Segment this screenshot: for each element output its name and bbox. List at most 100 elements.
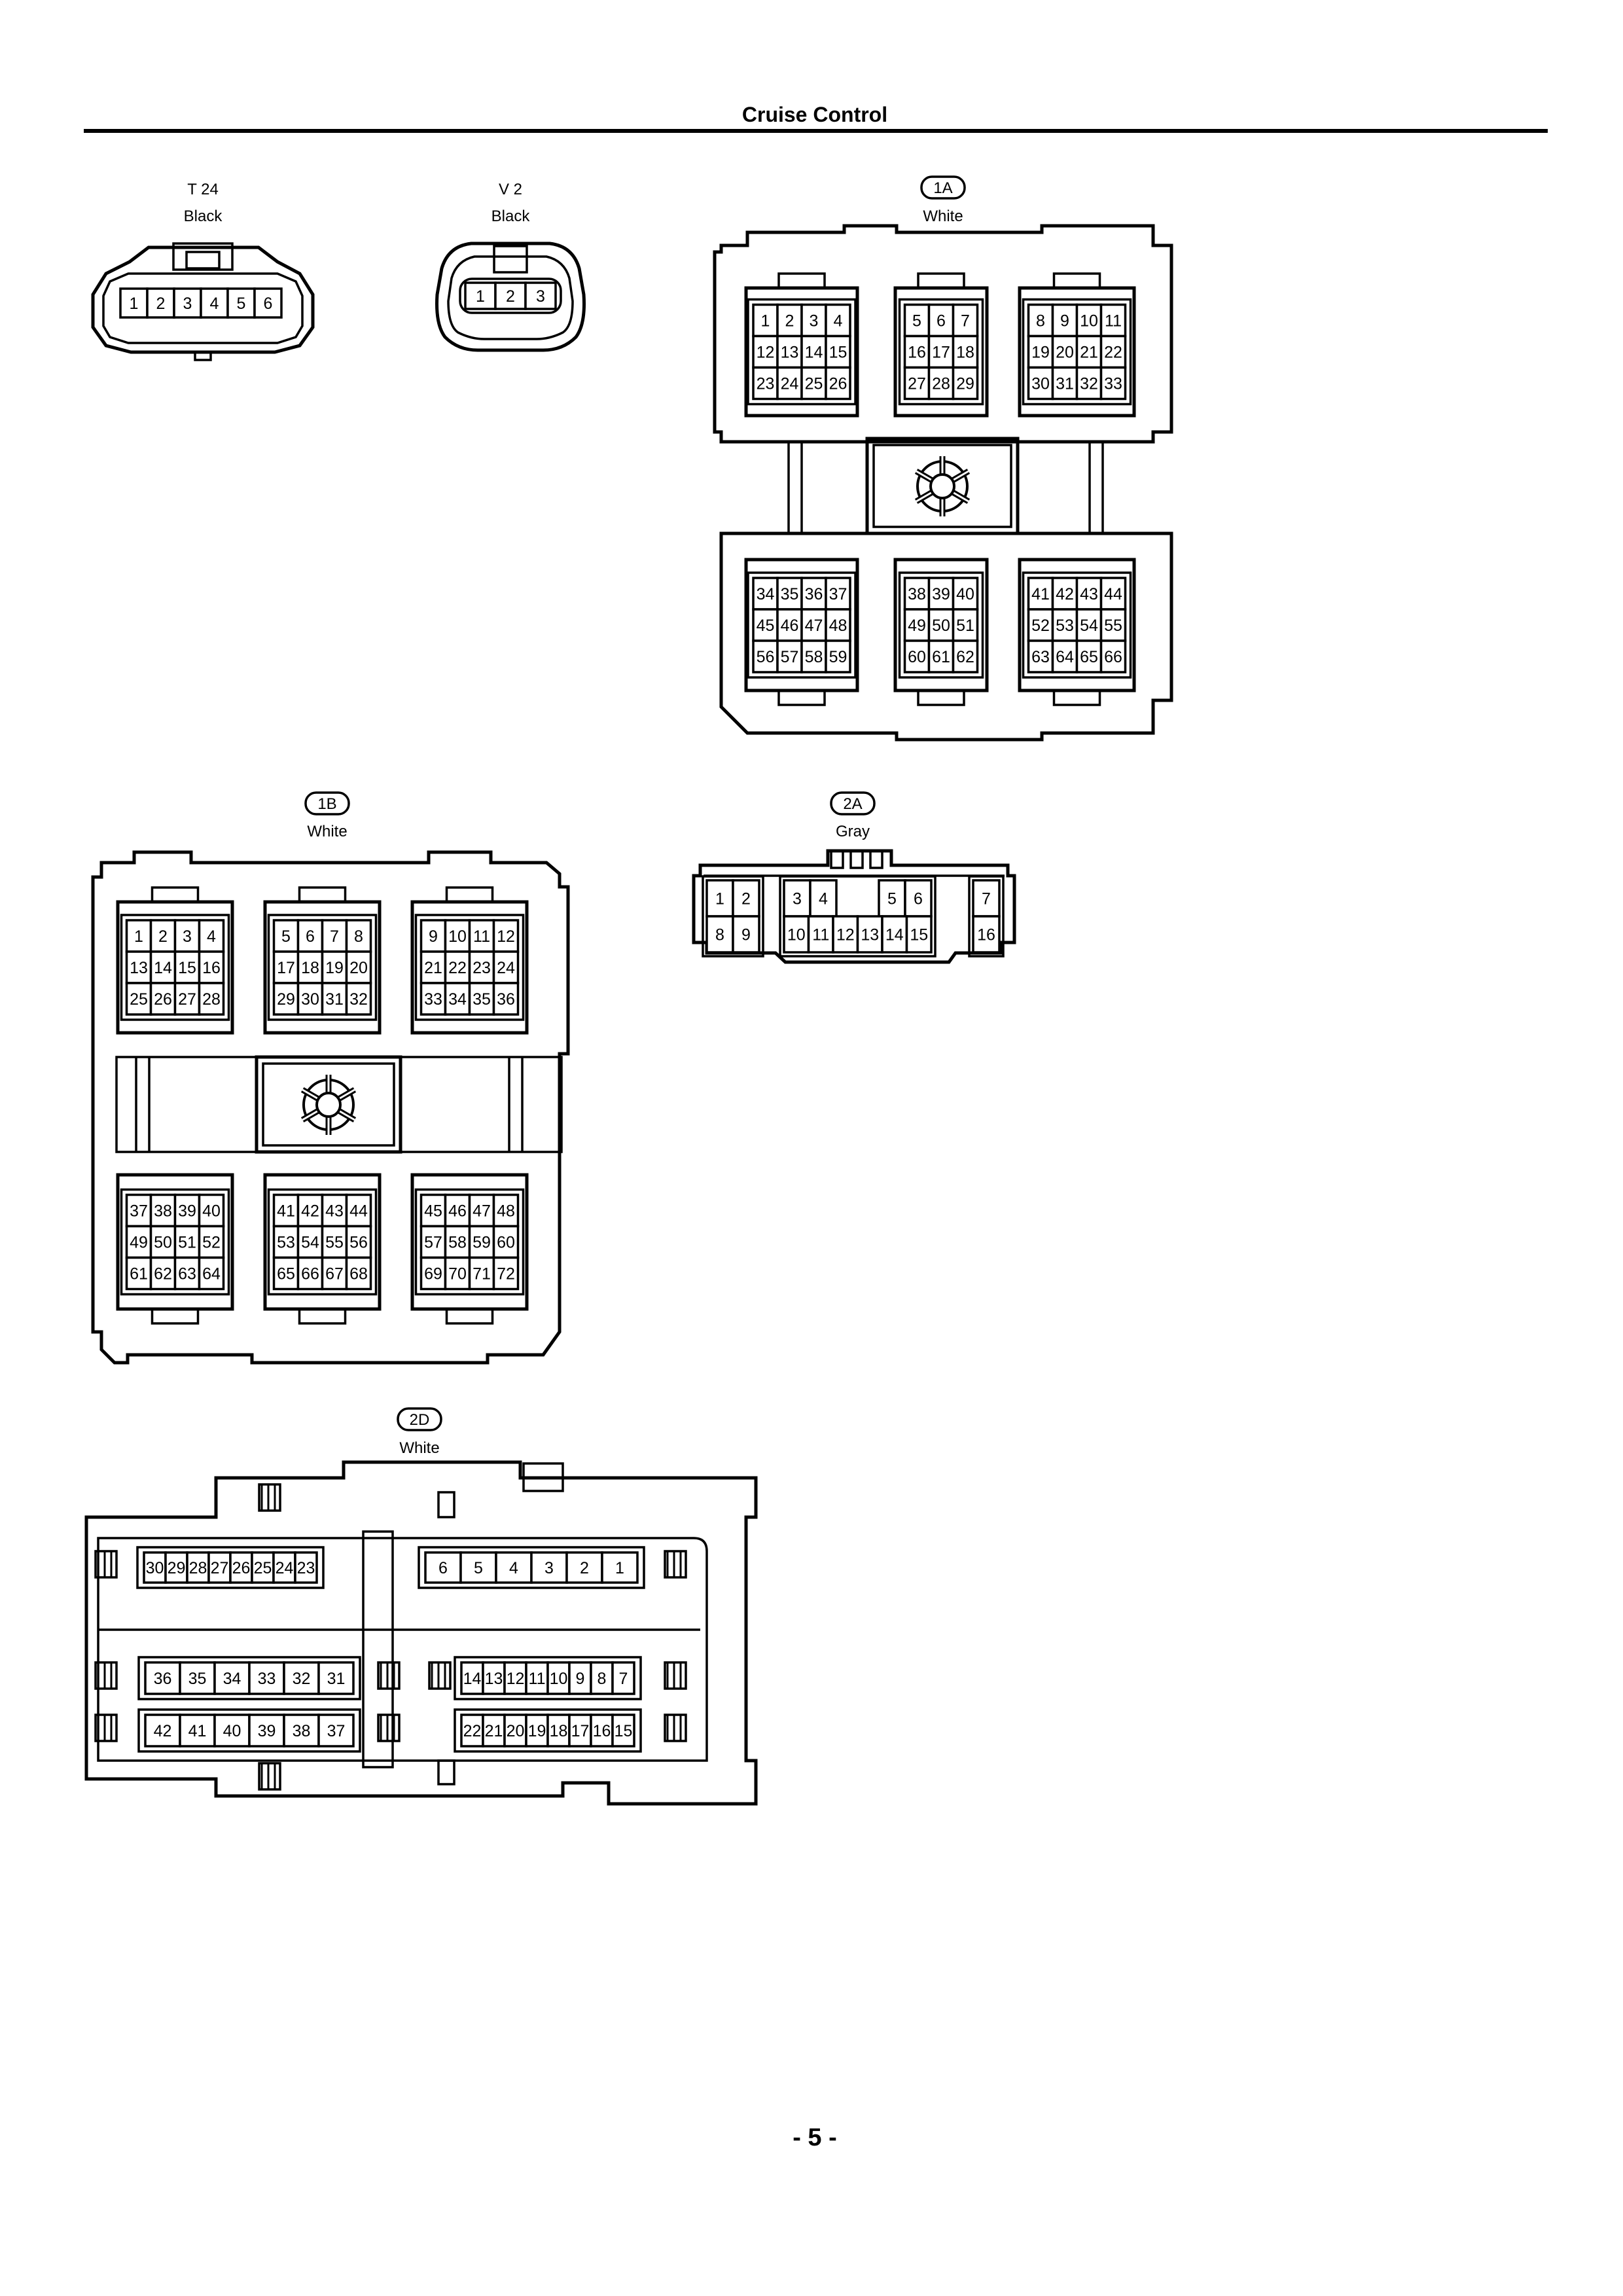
2a-pin-cell xyxy=(905,915,933,954)
1a-housing-bottom xyxy=(719,531,1173,742)
2d-pin: 25 xyxy=(254,1559,272,1577)
2d-top-notch xyxy=(437,1491,455,1518)
2a-group-frame xyxy=(968,875,1005,958)
c1b-pin: 58 xyxy=(448,1234,467,1252)
c1b-pin-cell xyxy=(149,1256,177,1291)
c1b-pin: 50 xyxy=(154,1234,172,1252)
c1a-pin: 39 xyxy=(932,585,950,603)
c1a-block-tab xyxy=(1052,272,1101,289)
2a-group-frame xyxy=(779,875,936,958)
2d-pin: 38 xyxy=(293,1722,311,1740)
t24-code: T 24 xyxy=(187,181,219,198)
2d-row-frame xyxy=(454,1656,642,1700)
c1a-pin: 62 xyxy=(956,648,974,666)
c1a-pin: 16 xyxy=(908,344,926,362)
2d-rib-frame xyxy=(258,1762,281,1791)
c1b-block-inner xyxy=(267,1188,378,1296)
1b-code: 1B xyxy=(317,795,336,813)
2d-pin: 40 xyxy=(223,1722,241,1740)
2d-row-frame xyxy=(454,1708,642,1753)
2a-group-frame xyxy=(702,875,764,958)
c1a-pin: 2 xyxy=(785,312,794,331)
2d-rib-frame xyxy=(664,1550,687,1579)
t24-pin-cell xyxy=(253,287,283,319)
2d-pin-cell xyxy=(546,1661,571,1695)
t24-pin: 1 xyxy=(130,295,139,313)
c1b-pin: 41 xyxy=(277,1202,295,1221)
2d-pin: 18 xyxy=(550,1722,568,1740)
c1b-pin: 19 xyxy=(325,959,344,977)
page-number: - 5 - xyxy=(793,2124,837,2151)
c1b-pin: 65 xyxy=(277,1265,295,1283)
c1b-pin-cell xyxy=(296,982,324,1016)
c1a-pin: 5 xyxy=(912,312,921,331)
2a-color: Gray xyxy=(836,823,870,840)
c1b-pin-cell xyxy=(296,1256,324,1291)
c1a-pin-cell xyxy=(952,334,979,369)
c1a-pin-cell xyxy=(1099,608,1127,642)
c1b-pin: 17 xyxy=(277,959,295,977)
v2-code: V 2 xyxy=(499,181,522,198)
2a-pin-cell xyxy=(856,915,883,954)
c1a-pin: 48 xyxy=(829,617,847,635)
c1b-pin-cell xyxy=(492,982,520,1016)
c1a-pin-cell xyxy=(1051,639,1079,673)
c1b-pin: 11 xyxy=(473,927,490,946)
2d-pin: 13 xyxy=(485,1670,503,1688)
c1b-pin-cell xyxy=(198,1193,225,1228)
2d-pin: 36 xyxy=(154,1670,172,1688)
c1b-pin: 63 xyxy=(178,1265,196,1283)
2a-pin: 5 xyxy=(887,890,897,908)
2d-rib-frame xyxy=(377,1661,401,1690)
2d-rib-frame xyxy=(664,1713,687,1742)
2a-pin-cell xyxy=(904,879,933,918)
gear-spoke-inner xyxy=(338,1088,355,1100)
c1b-pin: 10 xyxy=(448,927,467,946)
c1b-block-inner xyxy=(414,1188,525,1296)
c1a-block-inner xyxy=(898,298,984,406)
c1b-pin: 59 xyxy=(473,1234,491,1252)
gear-hub xyxy=(315,1092,342,1118)
c1a-pin: 9 xyxy=(1060,312,1069,331)
c1b-pin: 60 xyxy=(497,1234,515,1252)
2d-pin-cell xyxy=(482,1713,506,1748)
2d-pin: 41 xyxy=(188,1722,207,1740)
c1a-block-tab xyxy=(777,272,826,289)
c1a-pin-cell xyxy=(952,303,979,338)
2a-code: 2A xyxy=(843,795,862,813)
c1a-pin-cell xyxy=(927,639,955,673)
c1a-pin: 54 xyxy=(1080,617,1098,635)
c1a-pin: 18 xyxy=(956,344,974,362)
c1b-block-tab xyxy=(151,1308,200,1325)
2d-top-tab xyxy=(522,1462,564,1492)
gear-spoke-inner xyxy=(302,1088,319,1100)
c1b-pin: 64 xyxy=(202,1265,221,1283)
c1a-pin: 58 xyxy=(805,648,823,666)
c1b-pin: 37 xyxy=(130,1202,148,1221)
c1b-pin: 71 xyxy=(473,1265,491,1283)
2d-pin-cell xyxy=(568,1661,592,1695)
c1b-pin-cell xyxy=(173,1193,201,1228)
c1a-block-inner xyxy=(1022,298,1132,406)
c1a-pin: 66 xyxy=(1104,648,1122,666)
c1b-pin: 23 xyxy=(473,959,491,977)
2d-pin-cell xyxy=(565,1551,603,1584)
c1a-pin: 43 xyxy=(1080,585,1098,603)
2d-pin: 4 xyxy=(509,1559,518,1577)
c1b-pin-cell xyxy=(198,982,225,1016)
c1b-pin-cell xyxy=(492,1256,520,1291)
t24-color: Black xyxy=(184,207,223,225)
c1a-pin-cell xyxy=(1027,577,1054,611)
c1b-pin-cell xyxy=(345,1193,372,1228)
c1b-pin: 56 xyxy=(349,1234,368,1252)
c1b-pin: 33 xyxy=(424,990,442,1009)
c1a-pin: 36 xyxy=(805,585,823,603)
2d-rib-frame xyxy=(258,1483,281,1512)
2d-pin-cell xyxy=(317,1661,355,1695)
t24-pin: 6 xyxy=(264,295,273,313)
2d-pin: 16 xyxy=(593,1722,611,1740)
c1a-pin: 7 xyxy=(961,312,970,331)
